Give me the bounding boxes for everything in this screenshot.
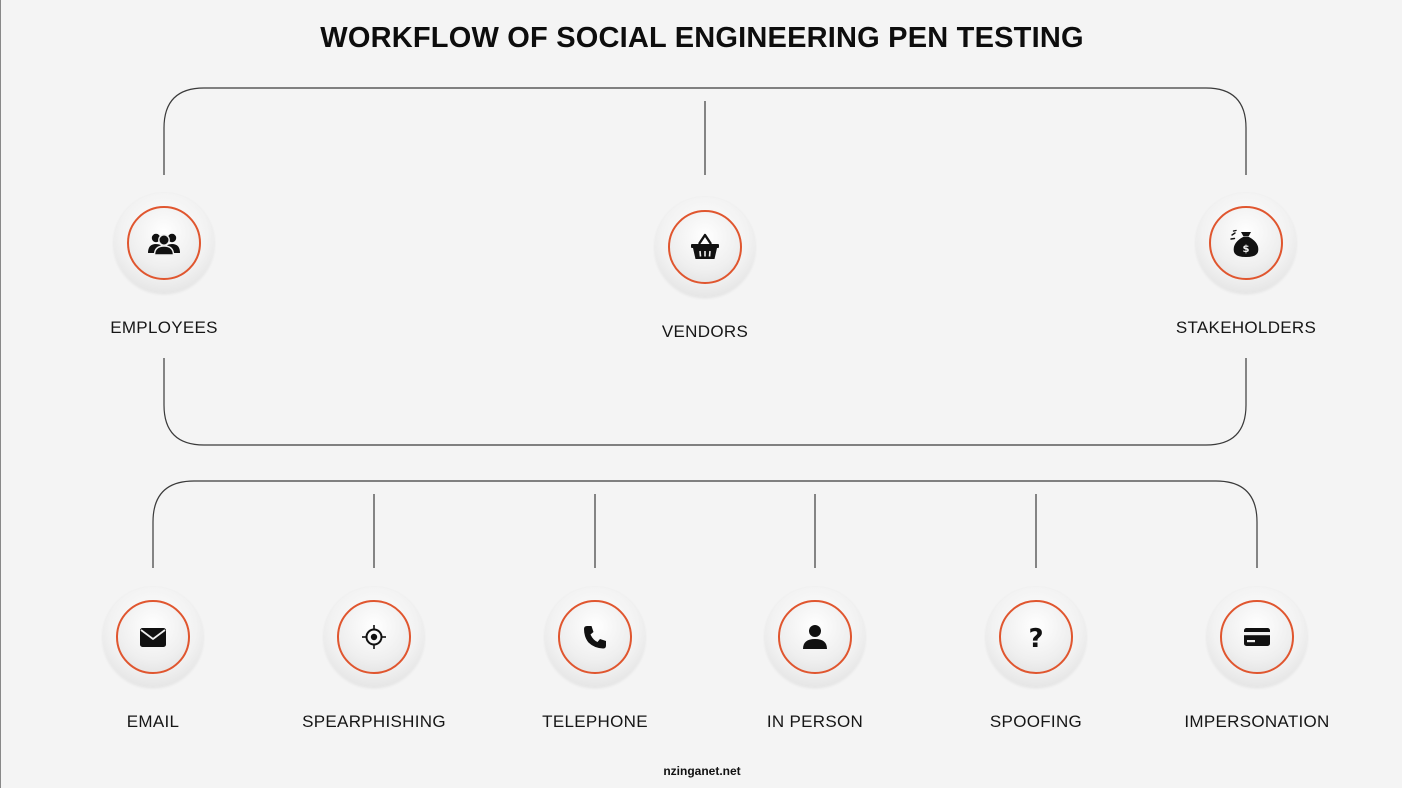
footer-source: nzinganet.net <box>663 764 741 778</box>
target-crosshair-icon <box>362 625 386 649</box>
spearphishing-node <box>324 587 424 687</box>
svg-text:$: $ <box>1243 244 1250 255</box>
employees-group-icon <box>148 233 180 256</box>
stakeholders-node: $ <box>1196 193 1296 293</box>
vendors-label: VENDORS <box>661 322 749 341</box>
employees-label: EMPLOYEES <box>110 318 218 337</box>
telephone-node-ring <box>558 600 632 674</box>
page-title: WORKFLOW OF SOCIAL ENGINEERING PEN TESTI… <box>320 22 1084 54</box>
email-label: EMAIL <box>126 712 180 731</box>
id-card-icon <box>1244 628 1270 646</box>
phone-icon <box>584 626 606 649</box>
in-person-label: IN PERSON <box>766 712 864 731</box>
email-node-ring <box>116 600 190 674</box>
vendors-node-ring <box>668 210 742 284</box>
envelope-icon <box>140 628 166 647</box>
spoofing-node: ? <box>986 587 1086 687</box>
person-icon <box>803 625 827 649</box>
telephone-label: TELEPHONE <box>542 712 648 731</box>
spoofing-label: SPOOFING <box>989 712 1083 731</box>
svg-text:?: ? <box>1028 624 1043 654</box>
in-person-node-ring <box>778 600 852 674</box>
stakeholders-label: STAKEHOLDERS <box>1175 318 1317 337</box>
spearphishing-label: SPEARPHISHING <box>302 712 446 731</box>
in-person-node <box>765 587 865 687</box>
money-bag-icon: $ <box>1230 229 1259 257</box>
top-group-bottom-bracket <box>163 358 1247 446</box>
spearphishing-node-ring <box>337 600 411 674</box>
stakeholders-node-ring: $ <box>1209 206 1283 280</box>
top-group-outline <box>163 87 1247 175</box>
question-mark-icon: ? <box>1028 624 1043 654</box>
impersonation-node <box>1207 587 1307 687</box>
employees-node <box>114 193 214 293</box>
bottom-group-outline <box>152 480 1258 568</box>
email-node <box>103 587 203 687</box>
telephone-node <box>545 587 645 687</box>
employees-node-ring <box>127 206 201 280</box>
vendors-node <box>655 197 755 297</box>
impersonation-label: IMPERSONATION <box>1184 712 1330 731</box>
impersonation-node-ring <box>1220 600 1294 674</box>
spoofing-node-ring: ? <box>999 600 1073 674</box>
shopping-basket-icon <box>691 233 719 259</box>
